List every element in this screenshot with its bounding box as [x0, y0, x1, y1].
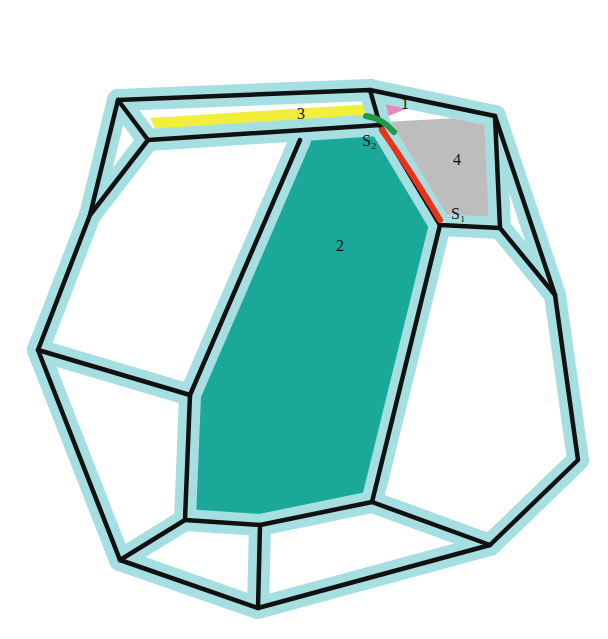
edge-halo [38, 90, 578, 608]
face-number: 1 [401, 96, 409, 112]
point-label: S₂ [362, 133, 376, 149]
faces [118, 90, 500, 525]
face-number: 4 [453, 152, 461, 168]
face-number: 3 [297, 106, 305, 122]
triple-line [382, 130, 440, 220]
face-number: 2 [336, 238, 344, 254]
point-label: S₁ [451, 206, 465, 222]
quadruple-point-mark [366, 116, 394, 132]
edges [38, 90, 578, 608]
